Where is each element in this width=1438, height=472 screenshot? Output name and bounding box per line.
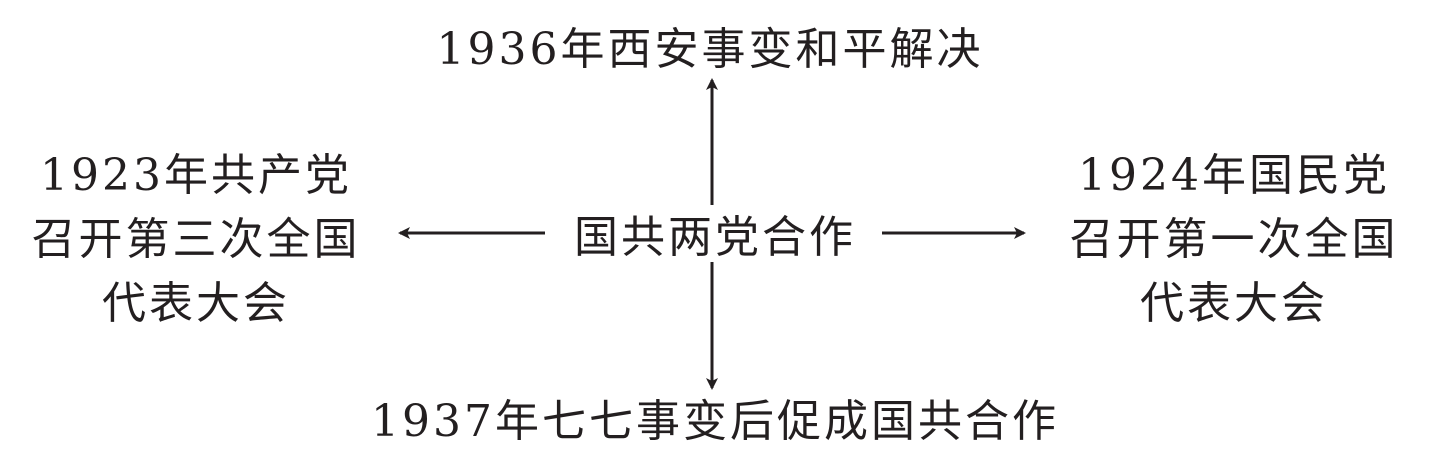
node-top-text: 1936年西安事变和平解决 [436, 24, 984, 75]
node-right-line-2: 召开第一次全国 [1069, 213, 1399, 265]
node-top-xian-incident: 1936年西安事变和平解决 [400, 18, 1020, 82]
node-left-line-3: 代表大会 [102, 277, 290, 329]
node-left-cpc-third-congress: 1923年共产党 召开第三次全国 代表大会 [0, 144, 392, 335]
node-center-text: 国共两党合作 [574, 212, 856, 263]
node-right-line-3: 代表大会 [1140, 277, 1328, 329]
node-left-line-2: 召开第三次全国 [31, 213, 361, 265]
node-left-line-1: 1923年共产党 [40, 150, 352, 201]
node-center-kmt-cpc-cooperation: 国共两党合作 [545, 206, 885, 270]
node-bottom-text: 1937年七七事变后促成国共合作 [371, 396, 1059, 447]
node-right-line-1: 1924年国民党 [1078, 150, 1390, 201]
node-right-kmt-first-congress: 1924年国民党 召开第一次全国 代表大会 [1030, 144, 1438, 335]
node-bottom-marco-polo-bridge: 1937年七七事变后促成国共合作 [300, 390, 1130, 454]
